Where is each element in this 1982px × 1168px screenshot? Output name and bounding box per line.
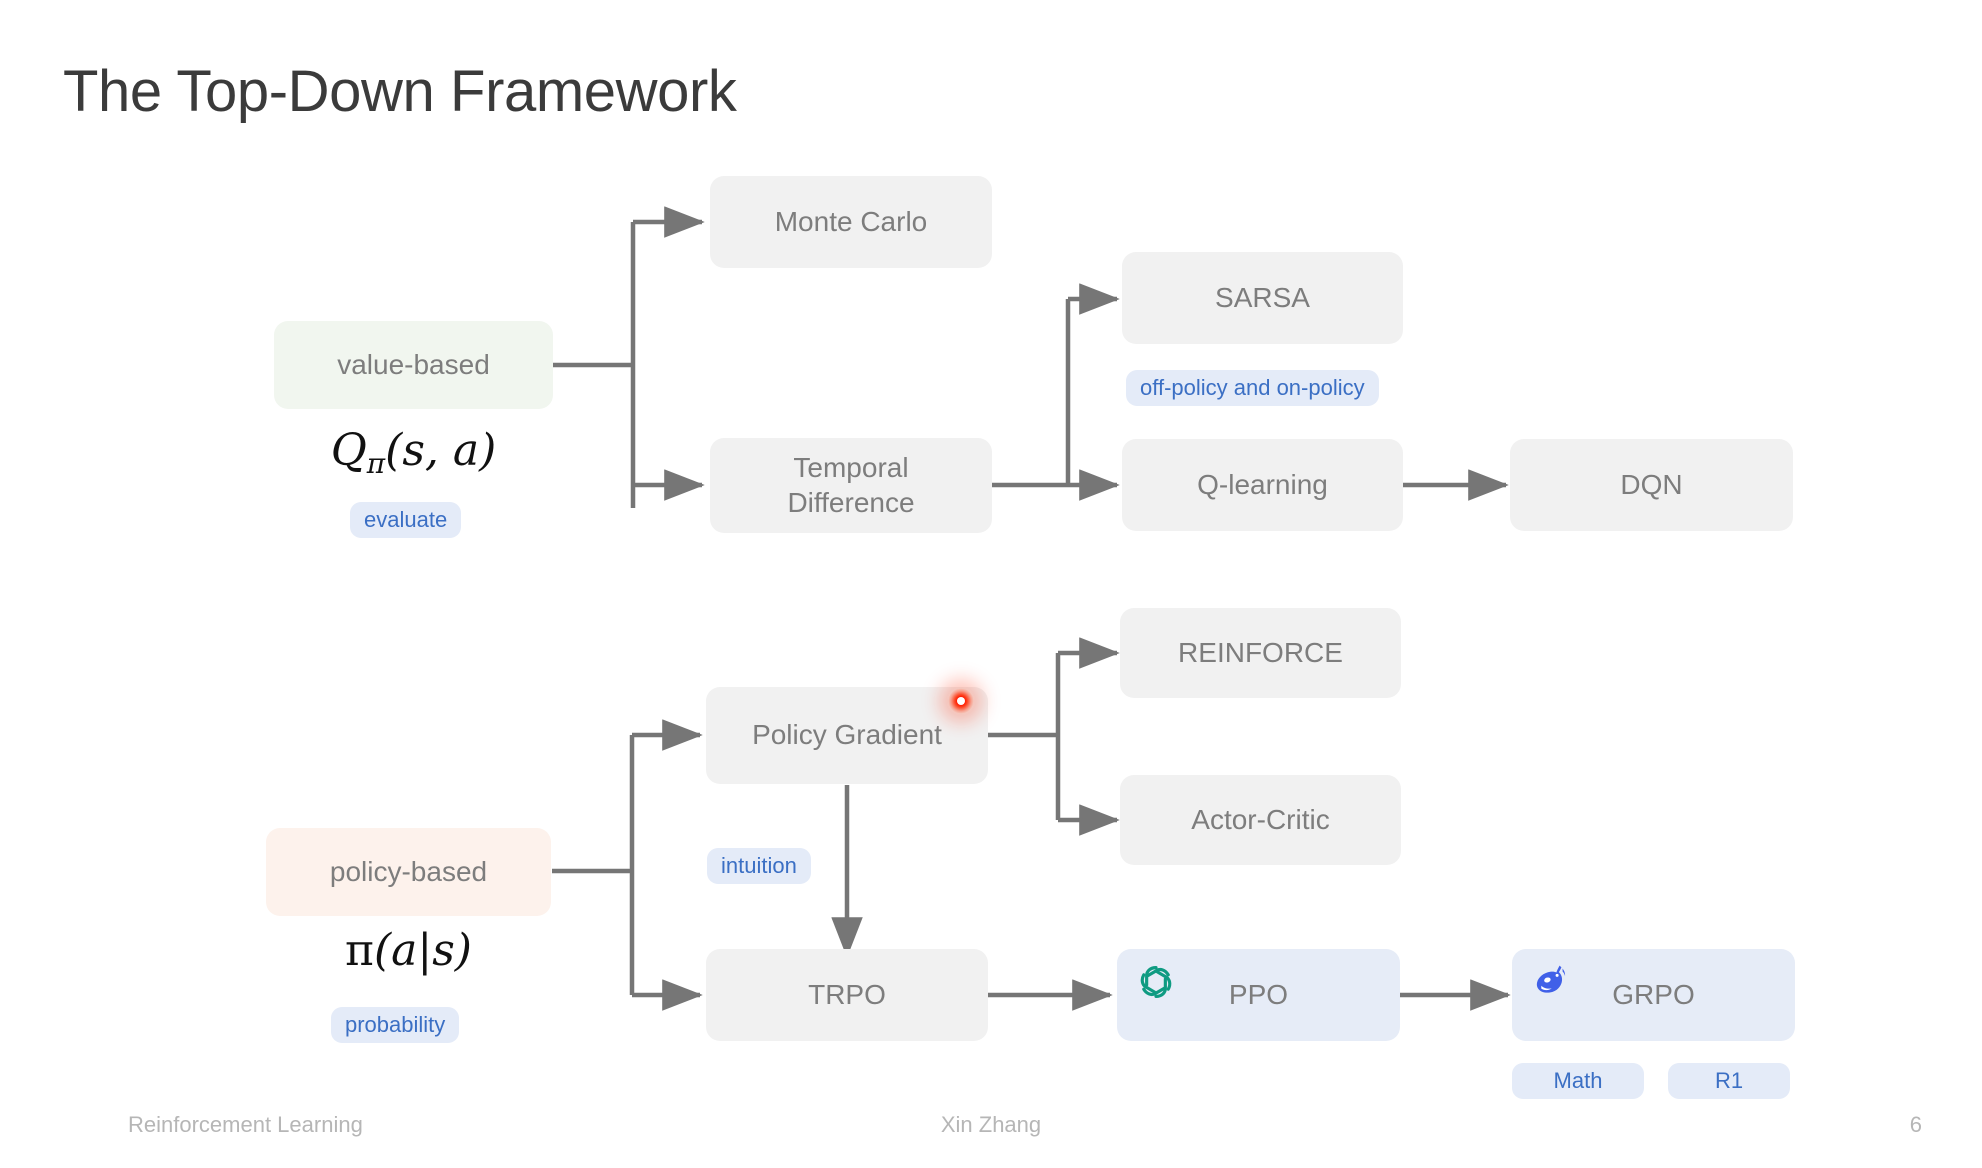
node-sarsa[interactable]: SARSA bbox=[1122, 252, 1403, 344]
node-grpo[interactable]: GRPO bbox=[1512, 949, 1795, 1041]
node-dqn[interactable]: DQN bbox=[1510, 439, 1793, 531]
node-temporal-difference[interactable]: Temporal Difference bbox=[710, 438, 992, 533]
node-actor-critic[interactable]: Actor-Critic bbox=[1120, 775, 1401, 865]
node-ppo[interactable]: PPO bbox=[1117, 949, 1400, 1041]
temporal-difference-line-1: Temporal bbox=[793, 452, 909, 484]
formula-pi-arguments: (a|s) bbox=[373, 925, 472, 976]
node-grpo-label: GRPO bbox=[1612, 978, 1695, 1010]
node-value-based[interactable]: value-based bbox=[274, 321, 553, 409]
node-reinforce[interactable]: REINFORCE bbox=[1120, 608, 1401, 698]
footer-author: Xin Zhang bbox=[940, 1112, 1042, 1137]
badge-probability[interactable]: probability bbox=[331, 1007, 460, 1043]
formula-pi: π(a|s) bbox=[266, 925, 551, 976]
formula-q-symbol: Q bbox=[330, 425, 367, 476]
node-ppo-label: PPO bbox=[1228, 978, 1289, 1010]
openai-logo bbox=[1140, 966, 1172, 998]
node-policy-based[interactable]: policy-based bbox=[266, 828, 551, 916]
formula-pi-symbol: π bbox=[345, 925, 374, 976]
record-dot-icon bbox=[948, 688, 974, 714]
node-q-learning[interactable]: Q-learning bbox=[1122, 439, 1403, 531]
node-policy-gradient[interactable]: Policy Gradient bbox=[706, 687, 988, 784]
formula-q-arguments: (s, a) bbox=[385, 425, 497, 476]
badge-off-policy-on-policy[interactable]: off-policy and on-policy bbox=[1126, 370, 1379, 406]
badge-intuition[interactable]: intuition bbox=[707, 848, 811, 884]
formula-q-pi: Qπ(s, a) bbox=[274, 425, 553, 480]
footer-page-number: 6 bbox=[1909, 1112, 1922, 1137]
badge-evaluate[interactable]: evaluate bbox=[350, 502, 462, 538]
node-monte-carlo[interactable]: Monte Carlo bbox=[710, 176, 992, 268]
temporal-difference-line-2: Difference bbox=[787, 486, 915, 518]
formula-q-subscript: π bbox=[366, 446, 386, 480]
deepseek-logo bbox=[1536, 965, 1566, 993]
badge-r1[interactable]: R1 bbox=[1668, 1063, 1790, 1099]
node-trpo[interactable]: TRPO bbox=[706, 949, 988, 1041]
badge-math[interactable]: Math bbox=[1512, 1063, 1644, 1099]
page-title: The Top-Down Framework bbox=[63, 59, 737, 124]
footer-course-name: Reinforcement Learning bbox=[128, 1112, 363, 1137]
